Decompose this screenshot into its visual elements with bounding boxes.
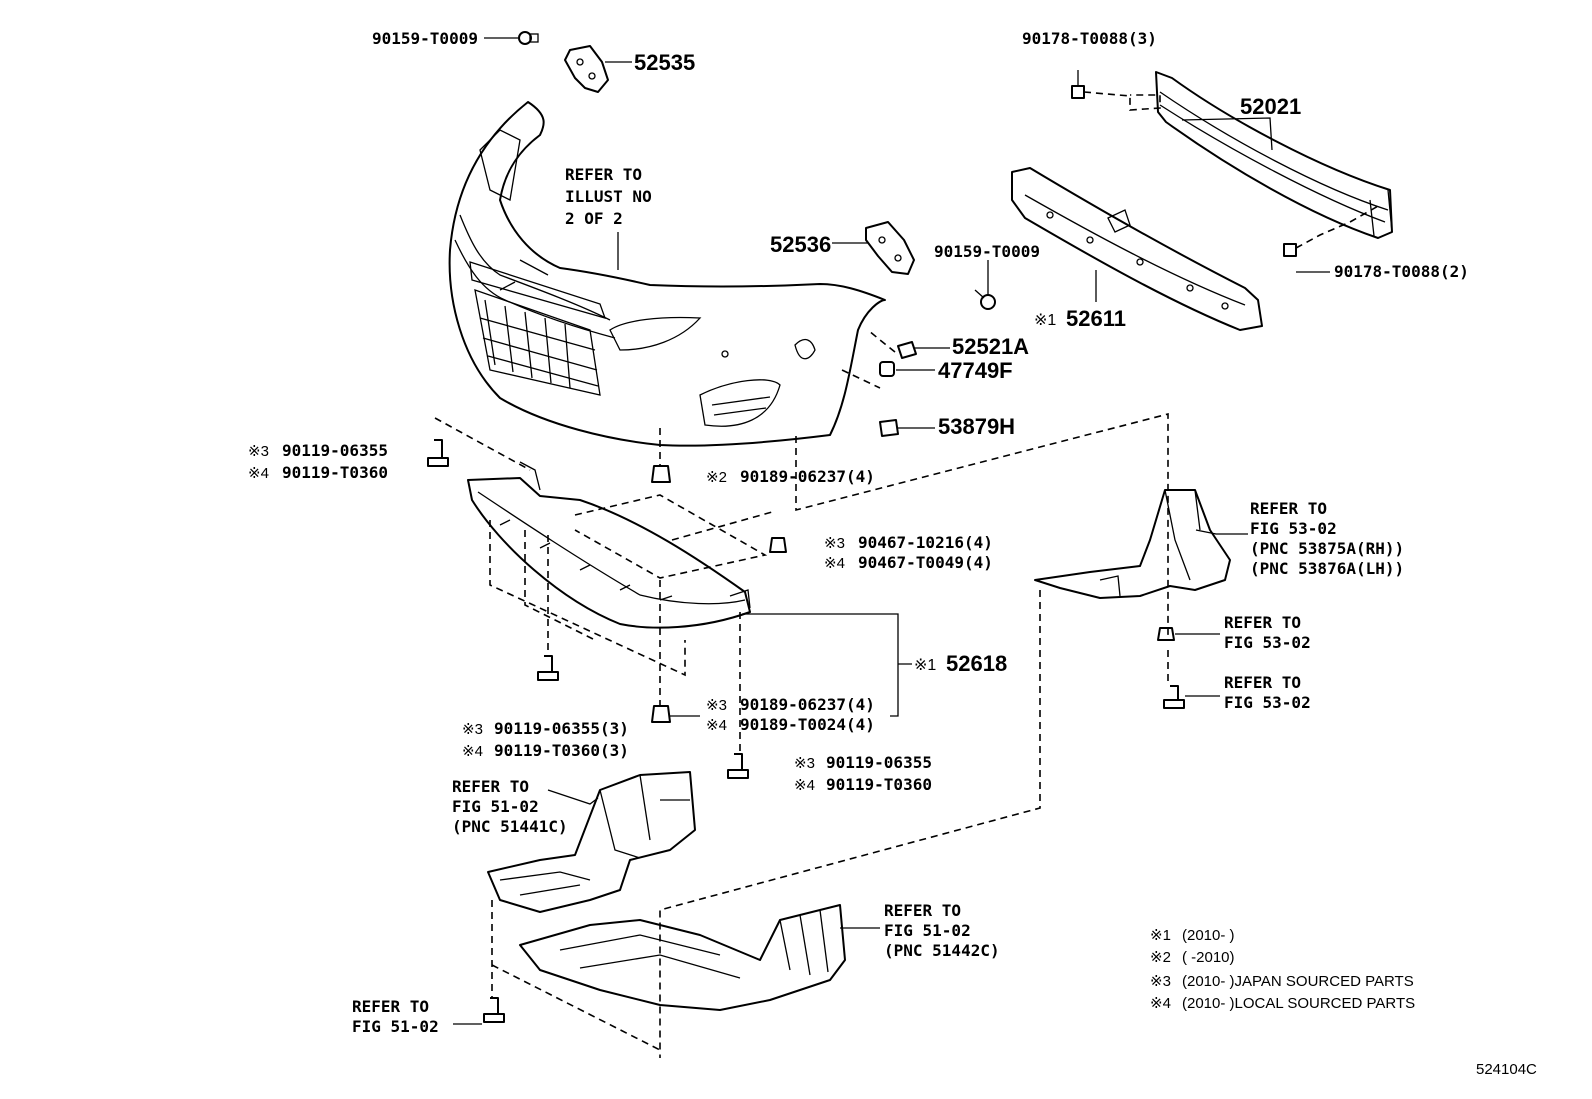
label-90189-T0024: 90189-T0024(4) [740,715,875,734]
mark-3-b: ※3 [824,535,845,552]
label-ref5302-c2: FIG 53-02 [1224,693,1311,712]
diagram-code: 524104C [1476,1061,1537,1078]
nut-icon [879,361,895,377]
absorber-52611-drawing [1011,167,1263,331]
note-text-3: (2010- )JAPAN SOURCED PARTS [1182,973,1414,990]
fastener-icons [427,31,1297,1023]
label-90467-T0049: 90467-T0049(4) [858,553,993,572]
label-ref5102-b3: (PNC 51442C) [884,941,1000,960]
label-52618: 52618 [946,651,1007,676]
label-ref5102-c1: REFER TO [352,997,429,1016]
label-90119-T0360-3: 90119-T0360(3) [494,741,629,760]
label-refer-illust-2: ILLUST NO [565,187,652,206]
bumper-cover-drawing [448,101,886,447]
label-ref5102-c2: FIG 51-02 [352,1017,439,1036]
label-ref5102-a1: REFER TO [452,777,529,796]
note-mark-1: ※1 [1150,927,1171,944]
label-90159-T0009-top: 90159-T0009 [372,29,478,48]
label-90189-06237-4-b: 90189-06237(4) [740,695,875,714]
label-ref5302-b1: REFER TO [1224,613,1301,632]
clip-icon [518,31,539,45]
engine-under-cover-51441C-drawing [487,771,696,913]
label-52521A: 52521A [952,334,1029,359]
label-90119-T0360-a: 90119-T0360 [282,463,388,482]
label-ref5102-b2: FIG 51-02 [884,921,971,940]
label-90159-T0009-mid: 90159-T0009 [934,242,1040,261]
part-labels: 90159-T0009 52535 90178-T0088(3) 52021 R… [248,29,1469,1036]
mark-3-e: ※3 [794,755,815,772]
bolt-icon [1163,685,1185,709]
clip-icon [651,705,671,723]
mark-4-c: ※4 [706,717,727,734]
label-refer-illust-1: REFER TO [565,165,642,184]
label-ref5302-a2: FIG 53-02 [1250,519,1337,538]
reinforcement-52021-drawing [1155,71,1393,239]
label-ref5102-a2: FIG 51-02 [452,797,539,816]
label-ref5302-a4: (PNC 53876A(LH)) [1250,559,1404,578]
note-text-2: ( -2010) [1182,949,1235,966]
bracket-52536-drawing [865,221,915,275]
label-ref5302-b2: FIG 53-02 [1224,633,1311,652]
label-ref5302-c1: REFER TO [1224,673,1301,692]
label-47749F: 47749F [938,358,1013,383]
mark-4-d: ※4 [462,743,483,760]
side-shield-drawing [1034,489,1231,599]
leader-lines [453,37,1330,1025]
mark-1-52611: ※1 [1034,312,1056,329]
under-cover-52618-drawing [467,461,751,629]
bracket-52535-drawing [564,45,609,93]
mark-4-e: ※4 [794,777,815,794]
label-90467-10216: 90467-10216(4) [858,533,993,552]
bolt-icon [483,997,505,1023]
engine-under-cover-51442C-drawing [519,904,846,1011]
label-ref5302-a1: REFER TO [1250,499,1327,518]
note-mark-2: ※2 [1150,949,1171,966]
label-refer-illust-3: 2 OF 2 [565,209,623,228]
bolt-icon [537,655,559,681]
bolt-icon [974,289,996,310]
note-text-4: (2010- )LOCAL SOURCED PARTS [1182,995,1415,1012]
mark-4-a: ※4 [248,465,269,482]
mark-4-b: ※4 [824,555,845,572]
clip-icon [879,419,899,437]
mark-2-a: ※2 [706,469,727,486]
clip-icon [651,465,671,483]
label-52611: 52611 [1066,306,1126,331]
mark-1-52618: ※1 [914,657,936,674]
label-90178-T0088-2: 90178-T0088(2) [1334,262,1469,281]
notes-legend: ※1 (2010- ) ※2 ( -2010) ※3 (2010- )JAPAN… [1150,927,1415,1012]
mark-3-a: ※3 [248,443,269,460]
note-mark-4: ※4 [1150,995,1171,1012]
mark-3-c: ※3 [706,697,727,714]
label-90119-T0360-e: 90119-T0360 [826,775,932,794]
assembly-lines [434,91,1381,1058]
bolt-icon [1283,243,1297,257]
bolt-icon [427,439,449,467]
label-90178-T0088-3: 90178-T0088(3) [1022,29,1157,48]
label-90119-06355-a: 90119-06355 [282,441,388,460]
label-ref5102-b1: REFER TO [884,901,961,920]
clip-icon [1157,627,1175,641]
label-52535: 52535 [634,50,695,75]
label-ref5302-a3: (PNC 53875A(RH)) [1250,539,1404,558]
mark-3-d: ※3 [462,721,483,738]
label-90119-06355-e: 90119-06355 [826,753,932,772]
note-mark-3: ※3 [1150,973,1171,990]
bolt-icon [1071,70,1085,99]
label-90189-06237-4-a: 90189-06237(4) [740,467,875,486]
label-ref5102-a3: (PNC 51441C) [452,817,568,836]
label-52021: 52021 [1240,94,1301,119]
label-52536: 52536 [770,232,831,257]
clip-icon [769,537,787,553]
label-53879H: 53879H [938,414,1015,439]
bolt-icon [727,753,749,779]
note-text-1: (2010- ) [1182,927,1235,944]
clip-icon [897,341,917,359]
label-90119-06355-3: 90119-06355(3) [494,719,629,738]
